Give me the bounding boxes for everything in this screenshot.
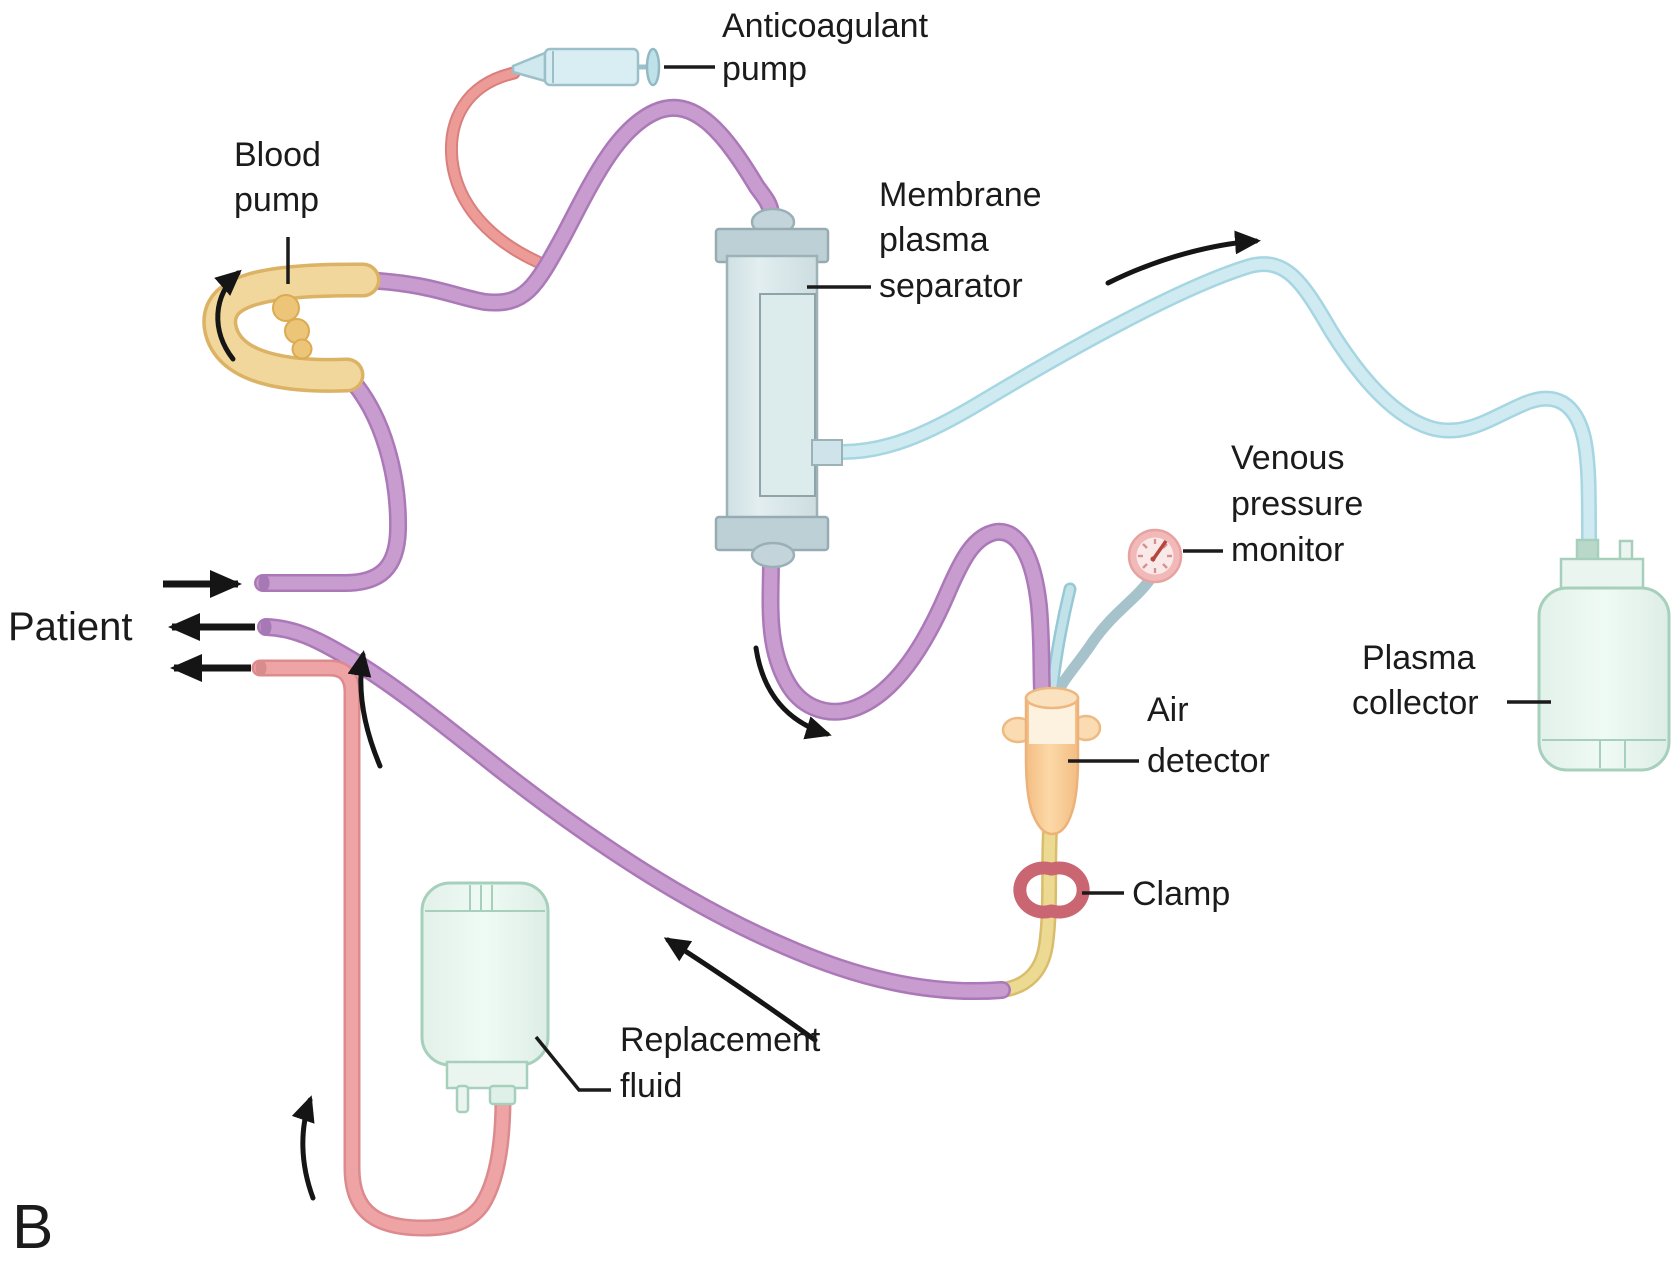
label-collector-1: Plasma (1362, 639, 1475, 677)
replacement-fluid-bottle (420, 881, 550, 1114)
label-monitor-3: monitor (1231, 531, 1344, 569)
blood-return-tube-upper (761, 522, 1051, 721)
plasma-collector-bottle (1537, 538, 1671, 772)
draw-tube-tip (258, 574, 270, 592)
air-detector (1001, 686, 1102, 836)
label-separator-1: Membrane (879, 176, 1042, 214)
gauge-ticks (1138, 539, 1172, 573)
flow-arrow-pump-rotation (214, 269, 242, 362)
venous-pressure-gauge (1127, 528, 1183, 584)
label-monitor-2: pressure (1231, 485, 1363, 523)
bottle-spike-port (455, 1084, 470, 1114)
patient-arrows (163, 570, 255, 682)
bottle-outlet-port (488, 1084, 517, 1106)
clamp-ring (1013, 861, 1090, 919)
plasma-tube (834, 256, 1597, 551)
label-patient: Patient (8, 605, 133, 649)
blood-return-tube-lower (257, 618, 1011, 1001)
separator-bottom-port (750, 541, 796, 569)
label-anticoagulant-1: Anticoagulant (722, 7, 929, 45)
flow-arrow-replacement-rise (291, 1095, 316, 1201)
label-blood-pump-2: pump (234, 181, 319, 219)
air-detector-vent-tube (1044, 582, 1077, 705)
label-separator-2: plasma (879, 221, 989, 259)
anticoagulant-tube (444, 66, 545, 269)
replacement-fluid-tube (251, 659, 512, 1237)
label-collector-2: collector (1352, 684, 1479, 722)
label-air-detector-2: detector (1147, 742, 1270, 780)
separator-side-port (811, 439, 843, 466)
label-separator-3: separator (879, 267, 1023, 305)
flow-arrow-return-sweep (663, 937, 818, 1043)
collector-neck (1559, 557, 1645, 593)
label-replacement-1: Replacement (620, 1021, 821, 1059)
blood-draw-tube (210, 98, 780, 592)
gauge-tube (1049, 572, 1157, 706)
label-anticoagulant-2: pump (722, 50, 807, 88)
flow-arrow-separator-outlet (753, 645, 832, 740)
label-monitor-1: Venous (1231, 439, 1344, 477)
label-air-detector-1: Air (1147, 691, 1189, 729)
panel-letter: B (12, 1193, 53, 1262)
label-blood-pump-1: Blood (234, 136, 321, 174)
label-line-replacement-fluid (534, 1035, 611, 1092)
replacement-tube-tip (255, 660, 267, 676)
bottle-neck (445, 1060, 529, 1090)
syringe-plunger (645, 47, 661, 87)
air-detector-rim (1024, 686, 1080, 710)
flow-arrow-plasma-line (1105, 230, 1261, 286)
anticoagulant-syringe (511, 47, 661, 87)
label-replacement-2: fluid (620, 1067, 682, 1105)
return-tube-tip (260, 618, 272, 636)
flow-arrow-replacement-elbow (347, 650, 383, 769)
blood-pump-rollers (272, 294, 313, 360)
separator-membrane (759, 293, 816, 497)
label-clamp: Clamp (1132, 875, 1230, 913)
membrane-plasma-separator (714, 207, 843, 569)
